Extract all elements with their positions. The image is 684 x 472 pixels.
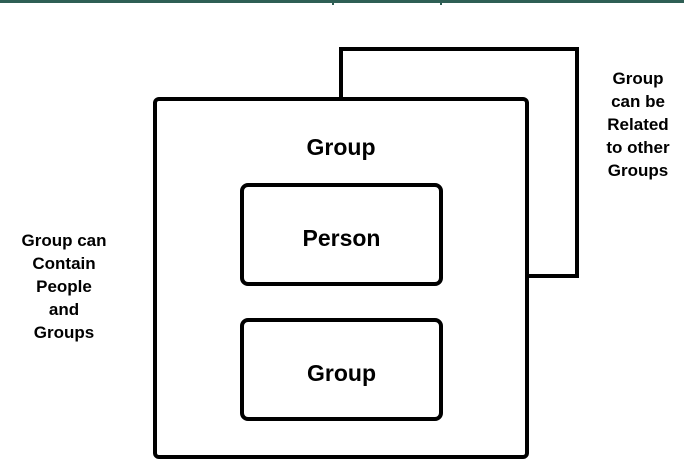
nested-group-box: Group xyxy=(240,318,443,421)
person-label: Person xyxy=(302,225,381,251)
nested-group-label: Group xyxy=(307,360,376,386)
related-note: Group can be Related to other Groups xyxy=(606,69,670,180)
top-divider-tick xyxy=(332,0,334,5)
top-divider-tick xyxy=(440,0,442,5)
top-divider-line xyxy=(0,0,684,3)
group-container-label: Group xyxy=(306,134,376,160)
contain-note: Group can Contain People and Groups xyxy=(21,231,107,342)
person-box: Person xyxy=(240,183,443,286)
